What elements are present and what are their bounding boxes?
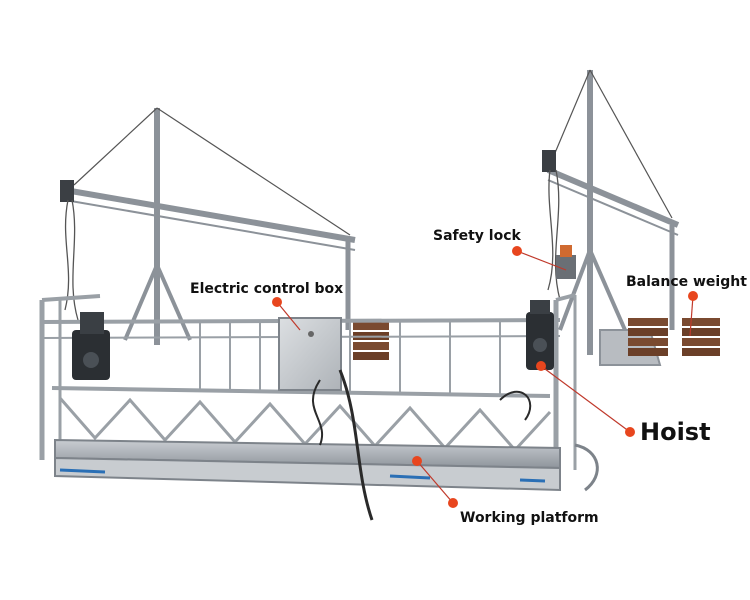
leader-working-platform [416, 460, 454, 504]
balance-weight-stack-left [628, 318, 668, 356]
safety-lock [556, 245, 576, 279]
right-suspension-mechanism [542, 69, 680, 366]
callout-dot-icon [412, 456, 422, 466]
electric-control-box [278, 317, 342, 391]
callout-dot-icon [448, 498, 458, 508]
callout-dot-icon [536, 361, 546, 371]
balance-weight-stack-right [682, 318, 720, 356]
leader-balance-weight [689, 295, 694, 337]
end-hook [574, 443, 599, 492]
callout-dot-icon [625, 427, 635, 437]
right-pulley [542, 150, 556, 172]
leader-control-box [276, 301, 301, 331]
callout-dot-icon [512, 246, 522, 256]
wire-ropes [64, 169, 561, 321]
right-front-beam [546, 167, 680, 228]
callout-markers [272, 246, 698, 508]
leader-hoist [540, 365, 631, 433]
power-cable [338, 369, 374, 521]
callout-dot-icon [272, 297, 282, 307]
callout-leaders [276, 250, 694, 504]
mid-guard-rail [51, 386, 551, 398]
left-hoist [72, 312, 110, 380]
left-pulley [60, 180, 74, 202]
label-electric-control-box: Electric control box [190, 281, 344, 297]
left-front-beam [64, 187, 356, 243]
label-balance-weight: Balance weight [626, 274, 747, 290]
balance-weight-stack-middle [353, 322, 389, 360]
platform-toe-board [54, 456, 561, 492]
label-working-platform: Working platform [460, 510, 599, 526]
leader-safety-lock [516, 250, 567, 271]
callout-dot-icon [688, 291, 698, 301]
right-tie-rope [551, 69, 591, 161]
left-tie-rope [73, 107, 158, 186]
label-safety-lock: Safety lock [433, 228, 521, 244]
left-suspension-mechanism [60, 107, 356, 345]
right-hoist [526, 300, 554, 370]
label-hoist: Hoist [640, 418, 711, 446]
